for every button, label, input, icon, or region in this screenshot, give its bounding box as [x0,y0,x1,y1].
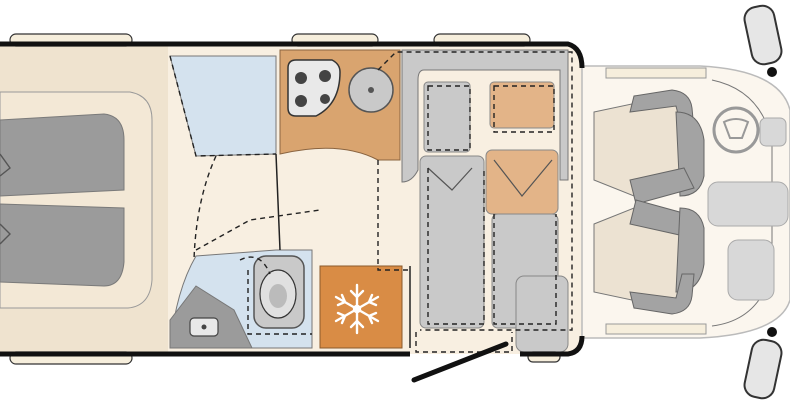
wardrobe-dashed-outline [169,55,277,157]
mattress-lower [0,203,125,287]
kitchen-dashed-outline [377,160,410,271]
side-mirror-icon [743,4,783,400]
dinette-table [485,149,559,215]
dinette-cushion-back-right [489,81,555,129]
passenger-seat [593,199,705,315]
toilet-dashed-box [247,270,312,335]
dinette-seat-left [419,155,485,329]
aisle-dashed-arc [193,155,217,261]
shower-dashed-arc [239,256,271,275]
cab-cupholder [727,239,775,301]
outer-wall-top [0,41,585,69]
cab-window-top [605,67,707,79]
partition-wall [275,153,281,251]
washbasin-icon [189,317,219,337]
dinette-seat-left-pattern [427,167,473,191]
mattress-upper [0,113,125,197]
pillow-fold-mark-lower [0,223,11,245]
driver-seat [593,89,705,205]
outer-wall-bottom [0,335,585,357]
cab-window-bottom [605,323,707,335]
dinette-footrest [515,275,569,353]
snowflake-icon [334,283,380,335]
cab-console [707,181,789,227]
dinette-table-pattern [493,159,553,197]
dinette-cushion-back-left [423,81,471,153]
dinette-bench-back [401,49,569,183]
hob-burners-icon [287,59,341,117]
lower-bench-dashed [415,332,513,353]
kitchen-sink-icon [348,67,394,113]
overhead-bed-dashed [377,51,573,331]
entry-door-icon [411,341,509,383]
toilet-icon [253,255,305,329]
bathroom-door-dashed [195,209,321,251]
steering-wheel-icon [712,106,787,154]
pillow-fold-mark-upper [0,153,11,177]
